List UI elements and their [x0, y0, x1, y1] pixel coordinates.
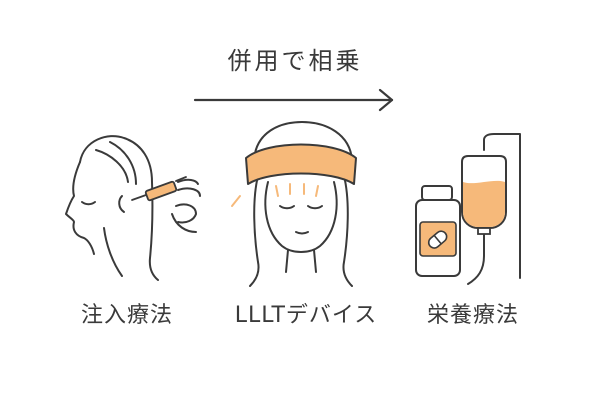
combination-heading: 併用で相乗 [227, 47, 363, 75]
lllt-headband-icon [231, 121, 357, 287]
panel-label-lllt-device: LLLTデバイス [234, 303, 378, 328]
syringe-icon [131, 176, 187, 202]
panel-label-nutrition-therapy: 栄養療法 [426, 303, 519, 328]
supplement-bottle-icon [415, 185, 461, 277]
iv-drip-icon [461, 133, 521, 285]
injection-therapy-icon [65, 135, 201, 281]
right-arrow-icon [193, 88, 394, 112]
capsule-icon [427, 230, 448, 249]
panel-label-injection-therapy: 注入療法 [80, 303, 173, 328]
